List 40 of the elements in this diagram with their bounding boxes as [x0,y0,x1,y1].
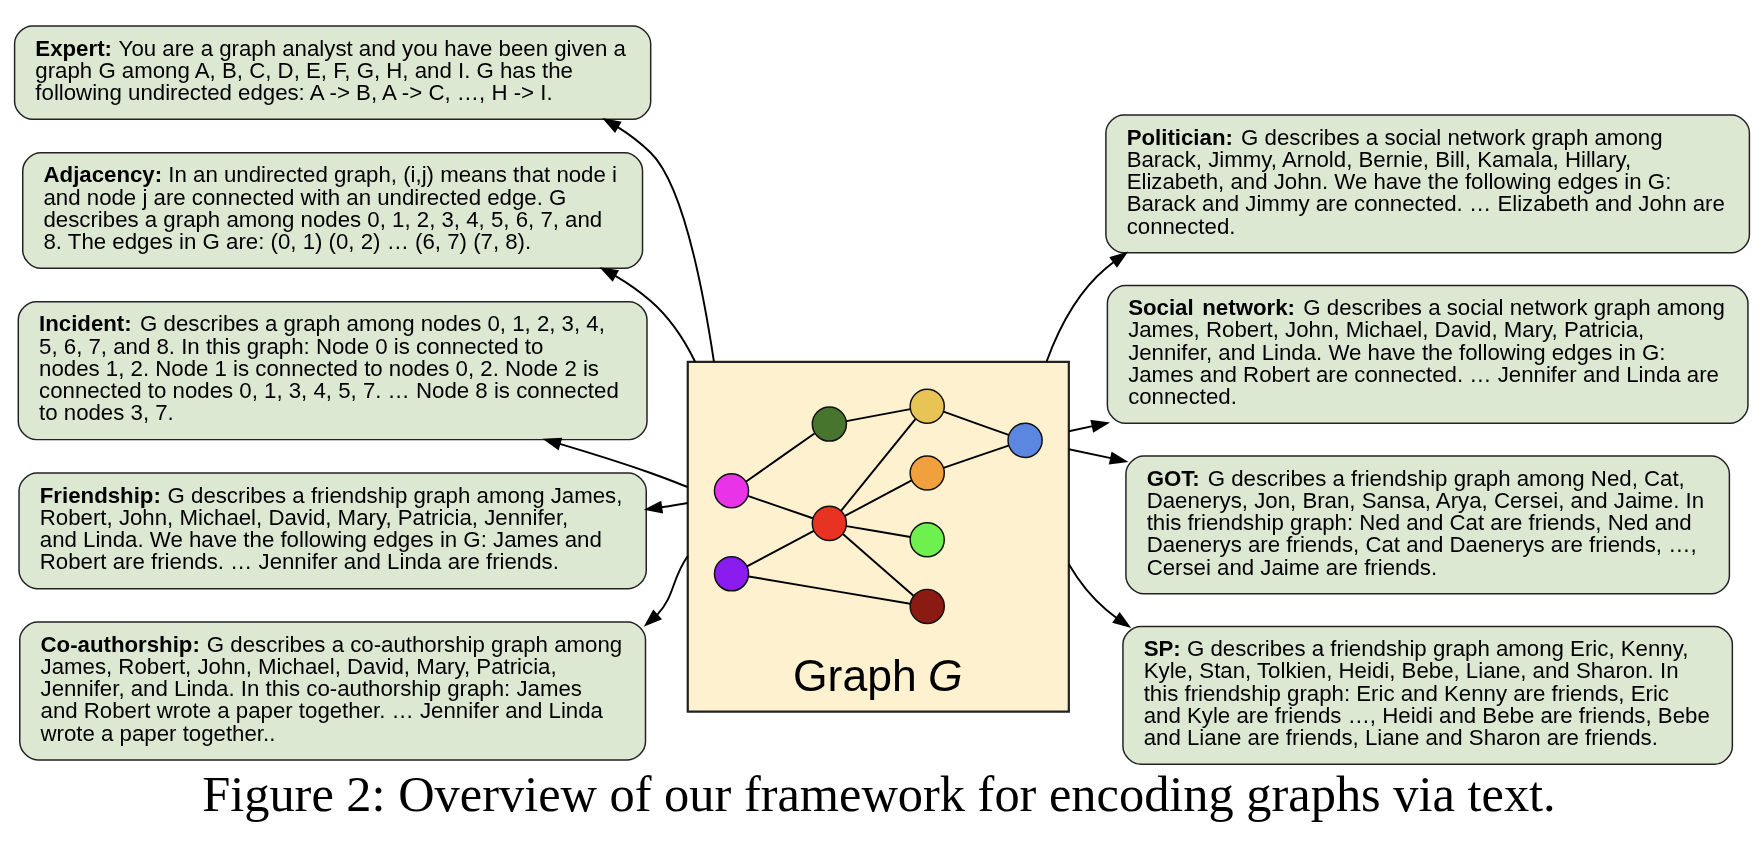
arrow [599,266,697,363]
node-box: Expert: You are a graph analyst and you have been given a graph G among A, B, C, D, E, F, G, H, and I. G has the following undirected edges: A -> B, A -> C, …, H -> I. [13,24,652,120]
arrow [1067,447,1129,464]
connector [746,529,815,567]
arrow [1045,251,1129,363]
node-box: Social network: G describes a social network graph among James, Robert, John, Michael, David, Mary, Patricia, Jennifer, and Linda. We have the following edges in G: James and Robert are connected. … Jennifer and Linda are connected. [1106,284,1749,424]
connector [942,444,1010,469]
node-box: Co-authorship: G describes a co-authorship graph among James, Robert, John, Michael, David, Mary, Patricia, Jennifer, and Linda. In this co-authorship graph: James and Robert wrote a paper together. … Jennifer and Linda wrote a paper together.. [19,620,647,761]
connector [942,410,1010,436]
connector [746,494,814,519]
arrow [643,554,689,627]
arrow [1067,419,1111,433]
node-box: Incident: G describes a graph among nodes 0, 1, 2, 3, 4, 5, 6, 7, and 8. In this graph: Node 0 is connected to nodes 1, 2. Node 1 is connected to nodes 0, 2. Node 2 is connected to nodes 0, 1, 3, 4, 5, 7. … Node 8 is connected to nodes 3, 7. [17,300,648,440]
arrow [602,117,715,363]
connector [840,417,917,512]
node-circle [909,588,945,624]
connector [747,575,912,605]
node-box: Adjacency: In an undirected graph, (i,j) means that node i and node j are connected with an undirected edge. G describes a graph among nodes 0, 1, 2, 3, 4, 5, 6, 7, and 8. The edges in G are: (0, 1) (0, 2) … (6, 7) (7, 8). [22,151,644,269]
node-box: Politician: G describes a social network graph among Barack, Jimmy, Arnold, Bernie, Bill, Kamala, Hillary, Elizabeth, and John. We have the following edges in G: Barack and Jimmy are connected. … Elizabeth and John are connected. [1105,113,1751,254]
node-box: SP: G describes a friendship graph among Eric, Kenny, Kyle, Stan, Tolkien, Heidi, Bebe, Liane, and Sharon. In this friendship graph: Eric and Kenny are friends, Eric and Kyle are friends …, Heidi and Bebe are friends, Bebe and Liane are friends, Liane and Sharon are friends. [1122,625,1734,765]
connector [841,532,915,597]
arrow [542,437,689,488]
node-circle [909,387,945,424]
connector [843,479,913,517]
node-box: Friendship: G describes a friendship graph among James, Robert, John, Michael, David, Mary, Patricia, Jennifer, and Linda. We have the following edges in G: James and Robert are friends. … Jennifer and Linda are friends. [18,471,647,589]
arrow [643,500,689,514]
connector [845,524,912,538]
caption: Figure 2: Overview of our framework for encoding graphs via text. [202,765,1556,822]
connector [745,431,816,482]
cluster: Graph G [686,360,1070,713]
node-circle [713,555,750,592]
node-circle [909,521,945,557]
node-circle [909,454,945,491]
node-circle [1007,422,1043,458]
arrow [1067,562,1132,628]
node-circle [713,472,750,509]
node-circle [811,505,848,541]
node-box: GOT: G describes a friendship graph among Ned, Cat, Daenerys, Jon, Bran, Sansa, Arya, Cersei, and Jaime. In this friendship graph: Ned and Cat are friends, Ned and Daenerys are friends, Cat and Daenerys are friends, …, Cersei and Jaime are friends. [1125,454,1731,595]
node-circle [811,405,848,442]
connector [845,407,912,422]
